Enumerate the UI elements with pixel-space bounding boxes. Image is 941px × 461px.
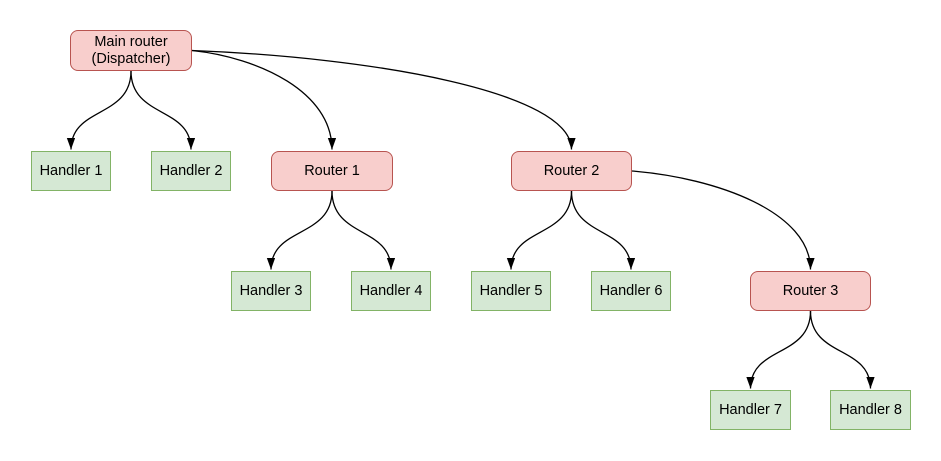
edge-main-router-to-handler-1	[66, 70, 132, 150]
node-router-1: Router 1	[271, 151, 393, 191]
node-handler-4: Handler 4	[351, 271, 431, 311]
edge-router-2-to-handler-5	[506, 190, 573, 270]
node-label-handler-5: Handler 5	[479, 282, 543, 299]
node-router-3: Router 3	[750, 271, 871, 311]
edge-router-2-to-router-3	[631, 170, 815, 270]
edge-router-3-to-handler-8	[809, 310, 875, 389]
node-handler-2: Handler 2	[151, 151, 231, 191]
node-handler-8: Handler 8	[830, 390, 911, 430]
edge-router-2-to-handler-6	[570, 190, 636, 270]
edge-main-router-to-router-2	[191, 49, 576, 150]
edge-router-3-to-handler-7	[746, 310, 812, 389]
node-label-handler-6: Handler 6	[599, 282, 663, 299]
edges-group	[66, 49, 875, 389]
node-handler-6: Handler 6	[591, 271, 671, 311]
node-label-router-2: Router 2	[543, 162, 600, 179]
node-label-handler-7: Handler 7	[719, 401, 782, 418]
node-handler-3: Handler 3	[231, 271, 311, 311]
node-label-router-3: Router 3	[782, 282, 839, 299]
edge-router-1-to-handler-3	[266, 190, 333, 270]
node-label-handler-2: Handler 2	[159, 162, 223, 179]
node-label-handler-3: Handler 3	[239, 282, 303, 299]
node-handler-1: Handler 1	[31, 151, 111, 191]
node-router-2: Router 2	[511, 151, 632, 191]
node-label-router-1: Router 1	[304, 162, 360, 179]
node-label-handler-4: Handler 4	[359, 282, 423, 299]
edge-main-router-to-router-1	[191, 49, 337, 150]
node-main-router: Main router (Dispatcher)	[70, 30, 192, 71]
node-label-handler-8: Handler 8	[839, 401, 902, 418]
edge-main-router-to-handler-2	[130, 70, 196, 150]
node-handler-5: Handler 5	[471, 271, 551, 311]
node-label-main-router: Main router (Dispatcher)	[91, 33, 171, 67]
node-label-handler-1: Handler 1	[39, 162, 103, 179]
node-handler-7: Handler 7	[710, 390, 791, 430]
edge-router-1-to-handler-4	[331, 190, 396, 270]
